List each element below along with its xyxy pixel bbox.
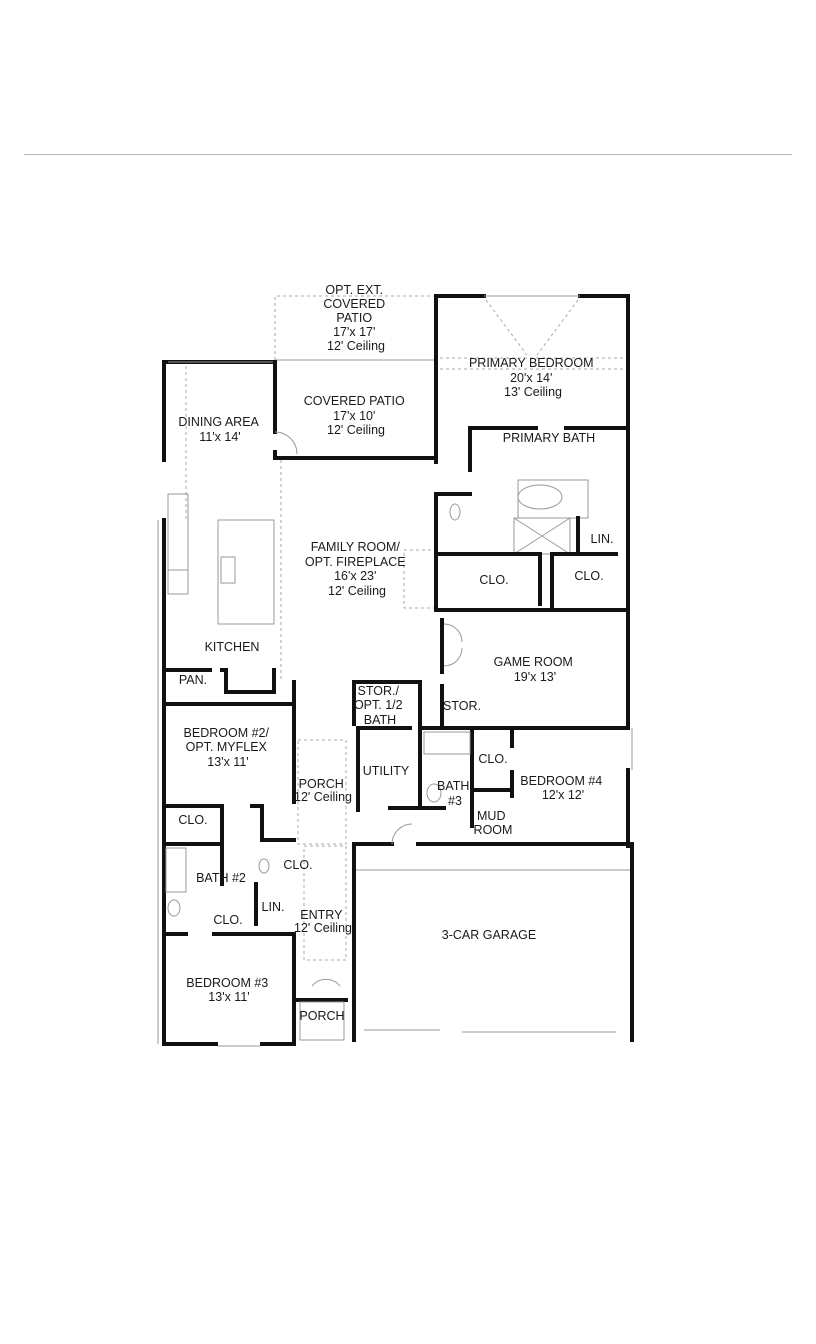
main-walls — [157, 360, 438, 1046]
label-bedroom-2: BEDROOM #2/ OPT. MYFLEX 13'x 11' — [184, 726, 273, 769]
label-opt-ext-covered-patio: OPT. EXT. COVERED PATIO 17'x 17' 12' Cei… — [323, 283, 388, 353]
room-labels: OPT. EXT. COVERED PATIO 17'x 17' 12' Cei… — [178, 283, 613, 1023]
label-bedroom-4-closet: CLO. — [478, 752, 507, 766]
label-stor-opt-half-bath: STOR./ OPT. 1/2 BATH — [354, 684, 406, 727]
label-bedroom-4: BEDROOM #4 12'x 12' — [520, 774, 605, 802]
label-family-room: FAMILY ROOM/ OPT. FIREPLACE 16'x 23' 12'… — [305, 540, 409, 598]
label-garage: 3-CAR GARAGE — [442, 928, 536, 942]
label-kitchen: KITCHEN — [205, 640, 260, 654]
label-bath-3: BATH #3 — [437, 779, 473, 808]
label-utility: UTILITY — [363, 764, 410, 778]
label-mud-room: MUD ROOM — [474, 809, 513, 837]
top-divider — [24, 154, 792, 155]
label-primary-linen: LIN. — [591, 532, 614, 546]
label-primary-closet-2: CLO. — [574, 569, 603, 583]
porch-entry-outline — [296, 739, 348, 1041]
label-linen: LIN. — [262, 900, 285, 914]
label-bedroom-2-closet: CLO. — [178, 813, 207, 827]
game-room-walls — [418, 608, 633, 848]
label-bedroom-3: BEDROOM #3 13'x 11' — [186, 976, 271, 1004]
primary-bath-walls — [434, 479, 630, 612]
label-entry: ENTRY 12' Ceiling — [294, 908, 352, 935]
label-porch-front: PORCH — [299, 1009, 344, 1023]
label-pantry: PAN. — [179, 673, 207, 687]
label-bath-2-closet: CLO. — [213, 913, 242, 927]
label-bath-2: BATH #2 — [196, 871, 246, 885]
label-storage: STOR. — [443, 699, 481, 713]
center-walls — [352, 680, 514, 828]
left-wing-walls — [162, 702, 296, 1047]
label-game-room: GAME ROOM 19'x 13' — [494, 655, 577, 684]
opt-ext-patio-outline — [274, 295, 436, 361]
primary-bedroom-walls — [434, 294, 630, 616]
label-dining-area: DINING AREA 11'x 14' — [178, 415, 261, 444]
label-hall-closet: CLO. — [283, 858, 312, 872]
label-primary-bath: PRIMARY BATH — [503, 431, 595, 445]
label-covered-patio: COVERED PATIO 17'x 10' 12' Ceiling — [304, 394, 408, 437]
label-primary-bedroom: PRIMARY BEDROOM 20'x 14' 13' Ceiling — [469, 356, 597, 399]
label-primary-closet-1: CLO. — [479, 573, 508, 587]
garage-walls — [352, 823, 634, 1042]
label-porch-rear: PORCH 12' Ceiling — [294, 777, 352, 804]
